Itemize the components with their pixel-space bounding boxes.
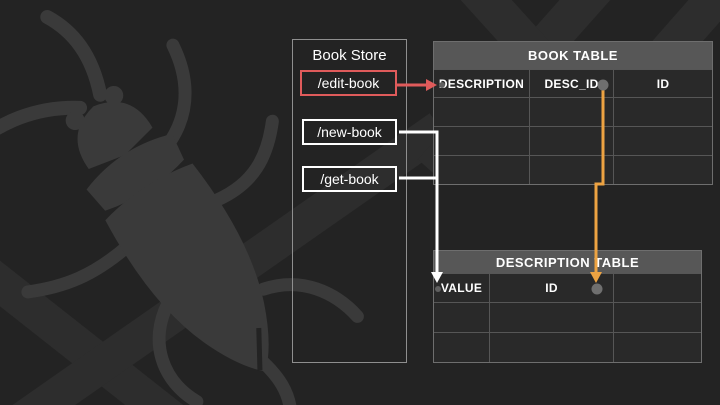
bug-icon [0, 10, 364, 405]
route-new-book: /new-book [302, 119, 397, 145]
table-row [434, 155, 712, 184]
description-table-title: DESCRIPTION TABLE [434, 251, 701, 273]
column-header: ID [613, 70, 712, 97]
description-table-header-row: VALUE ID [434, 273, 701, 302]
route-label: /get-book [320, 171, 379, 187]
route-label: /edit-book [317, 75, 380, 91]
table-row [434, 332, 701, 362]
description-table: DESCRIPTION TABLE VALUE ID [433, 250, 702, 363]
route-label: /new-book [317, 124, 382, 140]
column-header [613, 274, 701, 302]
column-header: VALUE [440, 281, 483, 295]
panel-title: Book Store [312, 47, 387, 64]
route-edit-book: /edit-book [300, 70, 397, 96]
table-row [434, 97, 712, 126]
book-table: BOOK TABLE DESCRIPTION DESC_ID ID [433, 41, 713, 185]
column-header: ID [489, 274, 613, 302]
book-store-panel: Book Store /edit-book /new-book /get-boo… [292, 39, 407, 363]
book-table-header-row: DESCRIPTION DESC_ID ID [434, 69, 712, 97]
route-get-book: /get-book [302, 166, 397, 192]
column-header: DESC_ID [529, 70, 613, 97]
table-row [434, 126, 712, 155]
book-table-title: BOOK TABLE [434, 42, 712, 69]
table-row [434, 302, 701, 332]
column-header: DESCRIPTION [438, 76, 525, 91]
